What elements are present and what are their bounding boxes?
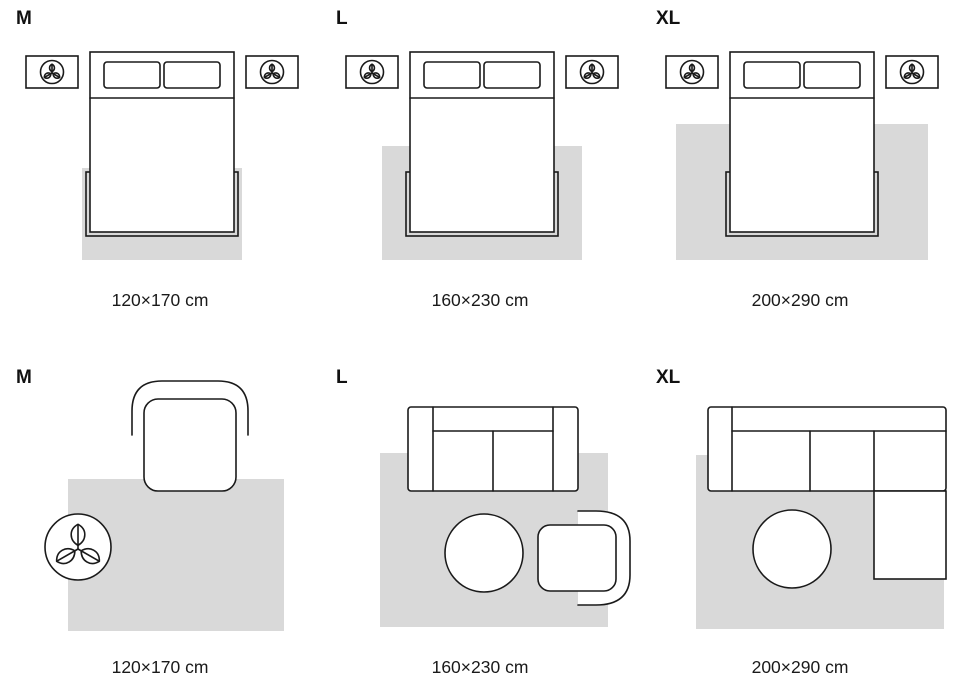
- pillow-icon: [103, 61, 161, 89]
- bedroom-panel-m: M: [0, 0, 320, 345]
- pillow-icon: [423, 61, 481, 89]
- coffee-table-icon: [752, 509, 832, 589]
- dimension-label: 120×170 cm: [111, 290, 209, 310]
- pillow-icon: [483, 61, 541, 89]
- nightstand-icon: [25, 55, 79, 89]
- bedroom-panel-l: L: [320, 0, 640, 345]
- bedroom-panel-xl: XL: [640, 0, 960, 345]
- living-room-illustration-xl: [696, 406, 947, 629]
- nightstand-icon: [345, 55, 399, 89]
- dimension-label: 200×290 cm: [751, 657, 849, 677]
- bed-icon: [409, 51, 555, 233]
- dimension-label: 120×170 cm: [111, 657, 209, 677]
- bed-icon: [89, 51, 235, 233]
- pillow-icon: [803, 61, 861, 89]
- nightstand-icon: [885, 55, 939, 89]
- size-label: L: [336, 8, 348, 29]
- size-label: XL: [656, 367, 681, 388]
- chaise-icon: [873, 490, 947, 580]
- size-label: XL: [656, 8, 681, 29]
- bedroom-illustration-l: [345, 51, 619, 260]
- living-room-illustration-l: [380, 406, 631, 627]
- living-room-illustration-m: [44, 380, 284, 631]
- bedroom-illustration-xl: [665, 51, 939, 260]
- bed-icon: [729, 51, 875, 233]
- sectional-sofa-icon: [707, 406, 947, 580]
- living-room-panel-xl: XL 200×290 cm: [640, 345, 960, 690]
- pillow-icon: [163, 61, 221, 89]
- bedroom-row: M: [0, 0, 960, 345]
- pillow-icon: [743, 61, 801, 89]
- size-label: L: [336, 367, 348, 388]
- bedroom-illustration-m: [25, 51, 299, 260]
- nightstand-icon: [245, 55, 299, 89]
- nightstand-icon: [565, 55, 619, 89]
- armchair-icon: [537, 510, 631, 606]
- size-label: M: [16, 8, 32, 29]
- sofa-icon: [407, 406, 579, 492]
- living-room-panel-l: L 160×230 cm: [320, 345, 640, 690]
- living-room-panel-m: M 120×170 cm: [0, 345, 320, 690]
- nightstand-icon: [665, 55, 719, 89]
- dimension-label: 160×230 cm: [431, 290, 529, 310]
- size-label: M: [16, 367, 32, 388]
- coffee-table-icon: [444, 513, 524, 593]
- living-room-row: M 120×170 cm L: [0, 345, 960, 690]
- armchair-icon: [131, 380, 249, 492]
- dimension-label: 200×290 cm: [751, 290, 849, 310]
- dimension-label: 160×230 cm: [431, 657, 529, 677]
- side-table-icon: [44, 513, 112, 581]
